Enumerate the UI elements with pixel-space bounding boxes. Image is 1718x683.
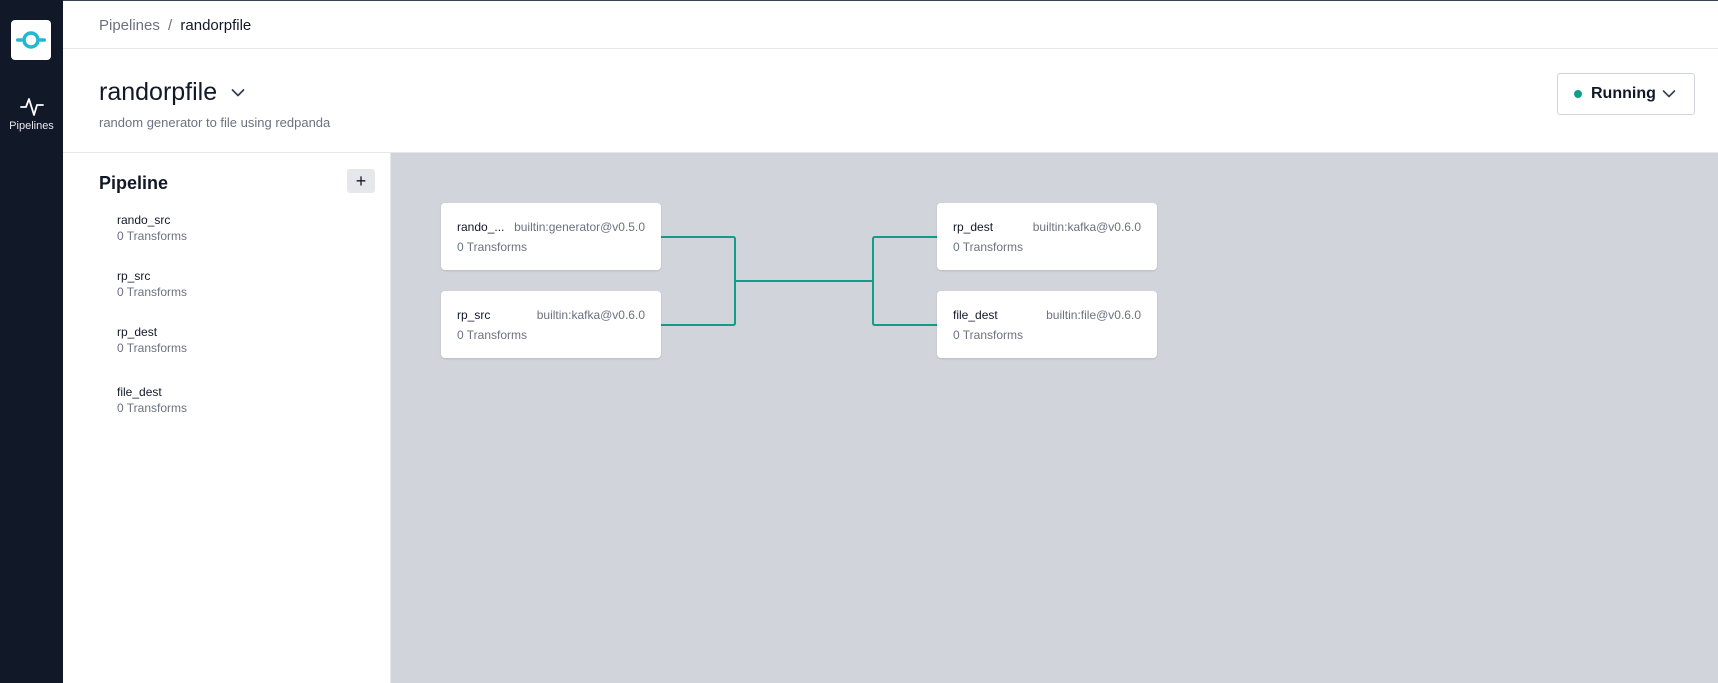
- pipeline-item-rando-src[interactable]: rando_src 0 Transforms: [117, 213, 187, 243]
- activity-icon: [19, 98, 44, 116]
- pipeline-item-transforms: 0 Transforms: [117, 285, 188, 299]
- source-node-rp-src[interactable]: rp_src builtin:kafka@v0.6.0 0 Transforms: [441, 291, 661, 358]
- top-bar: Pipelines / randorpfile: [63, 0, 1718, 49]
- node-name: file_dest: [953, 308, 998, 322]
- source-node-rando-src[interactable]: rando_... builtin:generator@v0.5.0 0 Tra…: [441, 203, 661, 270]
- status-dropdown-button[interactable]: Running: [1557, 73, 1695, 115]
- status-dot-icon: [1574, 90, 1582, 98]
- page-subtitle: random generator to file using redpanda: [99, 115, 331, 130]
- node-plugin: builtin:generator@v0.5.0: [514, 220, 645, 234]
- breadcrumb-separator: /: [168, 17, 173, 34]
- page-header: randorpfile random generator to file usi…: [63, 49, 1718, 153]
- node-name: rp_dest: [953, 220, 994, 234]
- nav-item-pipelines[interactable]: Pipelines: [0, 94, 63, 138]
- node-plugin: builtin:kafka@v0.6.0: [1032, 220, 1141, 234]
- node-transforms: 0 Transforms: [953, 328, 1024, 342]
- pipeline-canvas[interactable]: rando_... builtin:generator@v0.5.0 0 Tra…: [391, 153, 1718, 683]
- chevron-down-icon: [1662, 90, 1676, 98]
- pipeline-item-file-dest[interactable]: file_dest 0 Transforms: [117, 385, 187, 415]
- title-menu-chevron[interactable]: [231, 88, 245, 98]
- node-name: rp_src: [457, 308, 491, 322]
- breadcrumb-current: randorpfile: [180, 17, 252, 34]
- nav-item-label: Pipelines: [9, 120, 54, 132]
- connector-line: [872, 236, 937, 281]
- node-plugin: builtin:file@v0.6.0: [1046, 308, 1141, 322]
- breadcrumb: Pipelines / randorpfile: [99, 17, 251, 34]
- page-title: randorpfile: [99, 78, 218, 106]
- pipeline-item-transforms: 0 Transforms: [117, 401, 188, 415]
- pipeline-item-name: rp_src: [117, 269, 151, 283]
- app-logo-icon: [16, 31, 46, 49]
- node-transforms: 0 Transforms: [953, 240, 1024, 254]
- node-transforms: 0 Transforms: [457, 328, 528, 342]
- connector-line: [661, 281, 736, 326]
- destination-node-file-dest[interactable]: file_dest builtin:file@v0.6.0 0 Transfor…: [937, 291, 1157, 358]
- node-transforms: 0 Transforms: [457, 240, 528, 254]
- pipeline-item-transforms: 0 Transforms: [117, 341, 188, 355]
- pipeline-item-name: rando_src: [117, 213, 171, 227]
- nav-rail: Pipelines: [0, 0, 63, 683]
- chevron-down-icon: [231, 88, 245, 96]
- node-plugin: builtin:kafka@v0.6.0: [536, 308, 645, 322]
- panel-title: Pipeline: [99, 173, 169, 193]
- status-label: Running: [1591, 85, 1656, 102]
- status-chevron: [1662, 89, 1676, 99]
- connector-lines: [661, 236, 937, 326]
- title-row: randorpfile: [99, 78, 245, 107]
- node-name: rando_...: [457, 220, 505, 234]
- pipeline-item-transforms: 0 Transforms: [117, 229, 188, 243]
- pipeline-panel: Pipeline + rando_src 0 Transforms rp_src…: [63, 153, 391, 683]
- pipeline-item-rp-src[interactable]: rp_src 0 Transforms: [117, 269, 187, 299]
- pipeline-item-name: rp_dest: [117, 325, 158, 339]
- add-connector-button[interactable]: +: [347, 169, 375, 193]
- pipeline-item-rp-dest[interactable]: rp_dest 0 Transforms: [117, 325, 187, 355]
- pipeline-item-name: file_dest: [117, 385, 162, 399]
- connector-line: [661, 236, 737, 282]
- logo[interactable]: [11, 20, 51, 60]
- breadcrumb-link-pipelines[interactable]: Pipelines: [99, 17, 160, 34]
- destination-node-rp-dest[interactable]: rp_dest builtin:kafka@v0.6.0 0 Transform…: [937, 203, 1157, 270]
- connector-line: [872, 281, 937, 326]
